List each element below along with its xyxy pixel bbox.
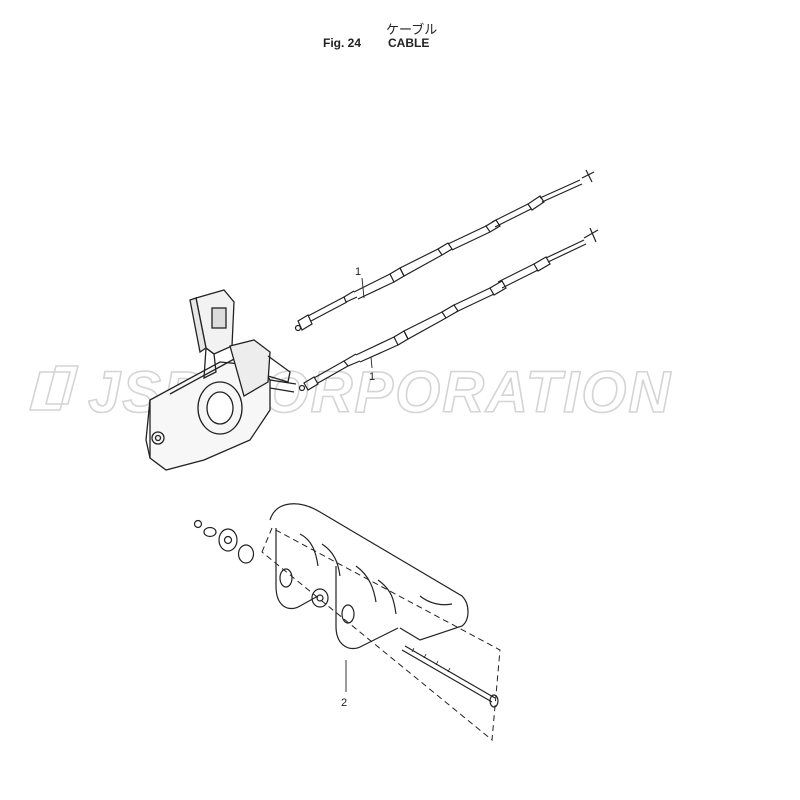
callout-part-1-lower: 1: [369, 371, 375, 383]
cable-upper: [294, 169, 595, 332]
figure-title-english: CABLE: [388, 36, 430, 50]
figure-number: Fig. 24: [323, 36, 362, 50]
callout-part-1-upper: 1: [355, 266, 361, 278]
figure-title-japanese: ケーブル: [386, 23, 438, 38]
mounting-kit: [193, 503, 501, 741]
watermark-logo-mark: [28, 365, 80, 411]
watermark: JSP CORPORATION: [28, 359, 671, 426]
callout-leaders: [345, 277, 373, 692]
callout-part-2: 2: [341, 697, 347, 709]
remote-control-box: [145, 289, 297, 471]
cable-lower: [298, 227, 599, 392]
